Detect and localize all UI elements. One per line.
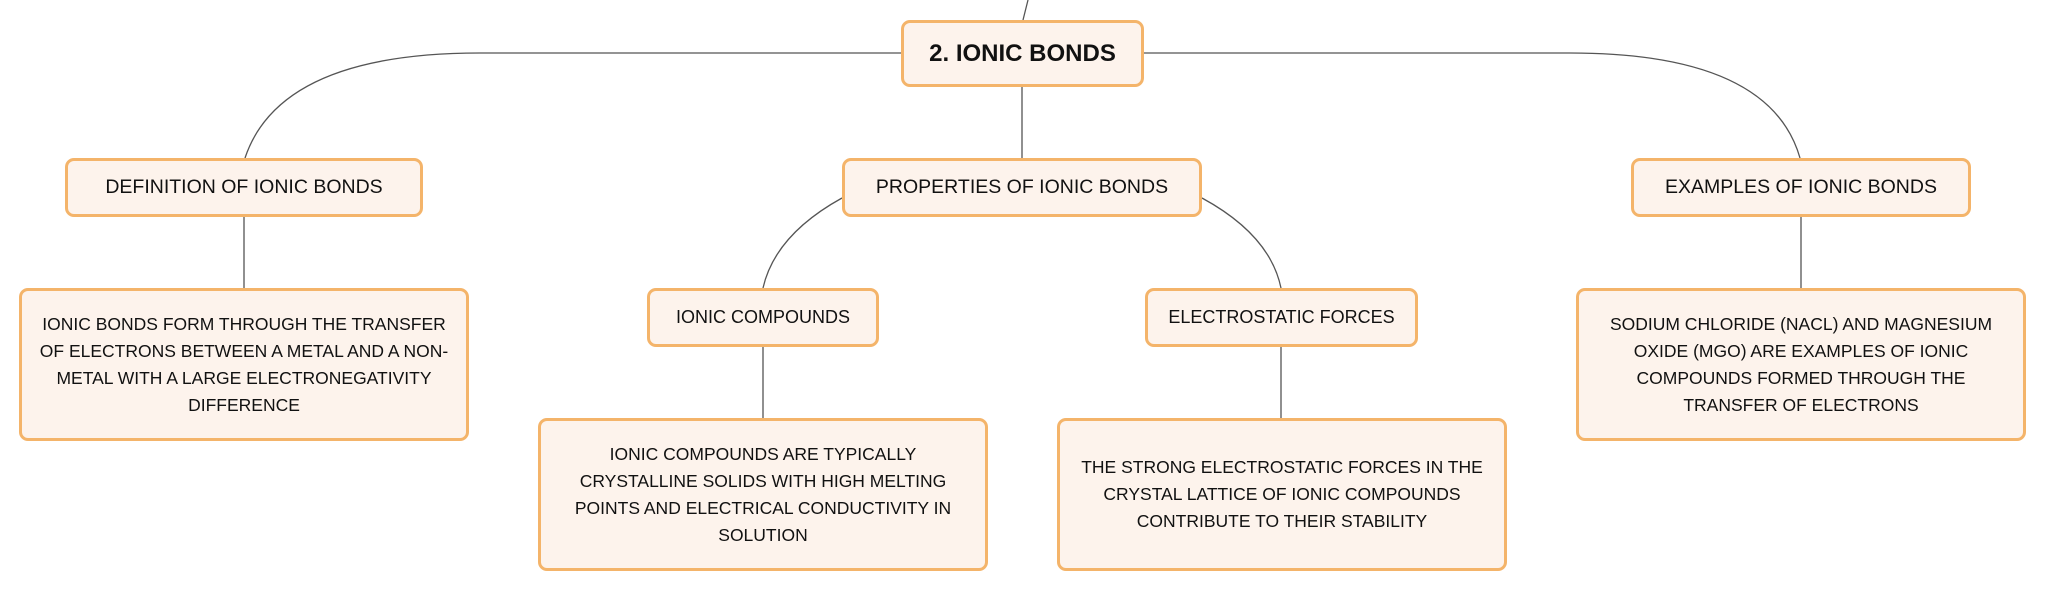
ionic-compounds-detail-text: IONIC COMPOUNDS ARE TYPICALLY CRYSTALLIN…	[574, 443, 952, 545]
properties-label: PROPERTIES OF IONIC BONDS	[875, 176, 1169, 198]
examples-label: EXAMPLES OF IONIC BONDS	[1665, 176, 1937, 198]
connector-root-to-definition	[244, 52, 901, 159]
root-node-ionic-bonds[interactable]: 2. IONIC BONDS	[901, 20, 1144, 87]
definition-label: DEFINITION OF IONIC BONDS	[105, 176, 383, 198]
electrostatic-forces-detail-text: THE STRONG ELECTROSTATIC FORCES IN THE C…	[1081, 457, 1483, 531]
connector-root-to-examples	[1144, 52, 1801, 159]
ionic-compounds-label: IONIC COMPOUNDS	[675, 307, 850, 327]
electrostatic-forces-label: ELECTROSTATIC FORCES	[1168, 307, 1395, 327]
connector-properties-to-ionic-compounds	[762, 197, 843, 289]
node-electrostatic-forces-detail[interactable]: THE STRONG ELECTROSTATIC FORCES IN THE C…	[1057, 418, 1507, 571]
node-definition-detail[interactable]: IONIC BONDS FORM THROUGH THE TRANSFER OF…	[19, 288, 469, 441]
node-ionic-compounds[interactable]: IONIC COMPOUNDS	[647, 288, 879, 347]
node-definition-of-ionic-bonds[interactable]: DEFINITION OF IONIC BONDS	[65, 158, 423, 217]
node-properties-of-ionic-bonds[interactable]: PROPERTIES OF IONIC BONDS	[842, 158, 1202, 217]
node-examples-detail[interactable]: SODIUM CHLORIDE (NACL) AND MAGNESIUM OXI…	[1576, 288, 2026, 441]
definition-detail-text: IONIC BONDS FORM THROUGH THE TRANSFER OF…	[39, 313, 449, 415]
connector-parent-to-root	[1022, 0, 1029, 21]
root-node-label: 2. IONIC BONDS	[929, 39, 1116, 67]
connector-properties-to-electrostatic-forces	[1201, 197, 1282, 289]
node-ionic-compounds-detail[interactable]: IONIC COMPOUNDS ARE TYPICALLY CRYSTALLIN…	[538, 418, 988, 571]
node-examples-of-ionic-bonds[interactable]: EXAMPLES OF IONIC BONDS	[1631, 158, 1971, 217]
examples-detail-text: SODIUM CHLORIDE (NACL) AND MAGNESIUM OXI…	[1609, 313, 1993, 415]
node-electrostatic-forces[interactable]: ELECTROSTATIC FORCES	[1145, 288, 1418, 347]
